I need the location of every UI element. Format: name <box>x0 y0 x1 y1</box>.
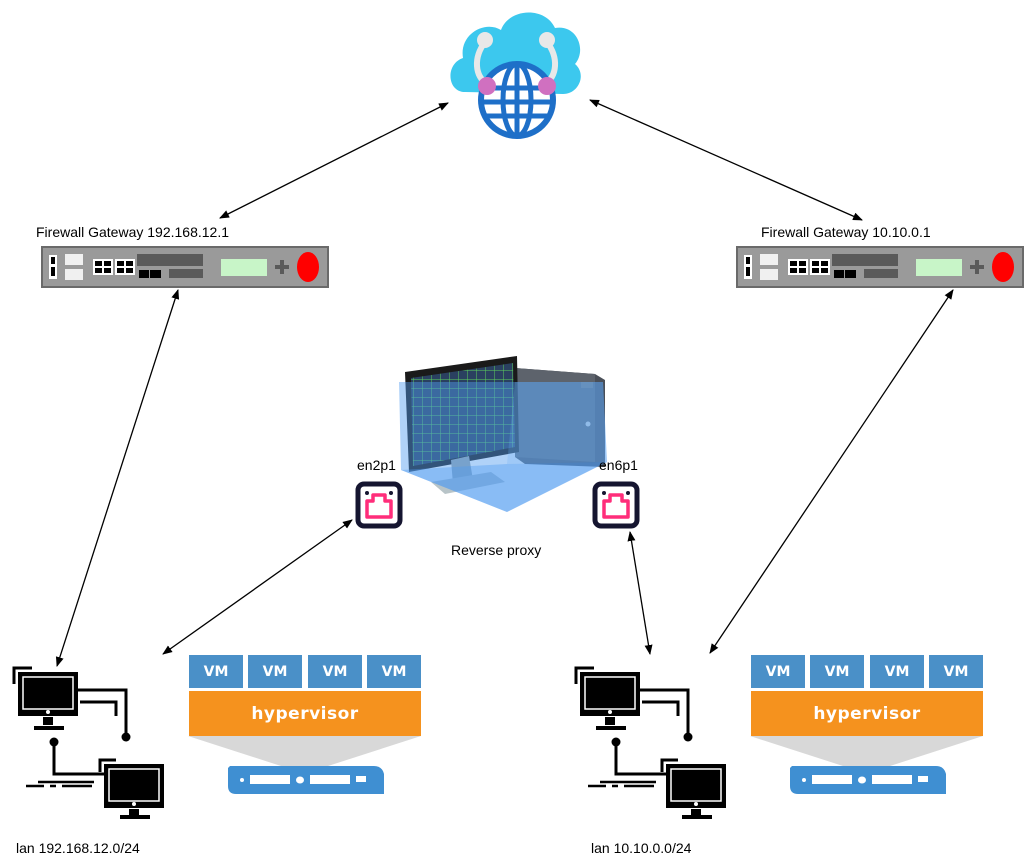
connection-cloud-gateway2 <box>589 99 863 221</box>
vm-block: VM <box>308 655 362 688</box>
hypervisor-layer: hypervisor <box>751 691 983 736</box>
hypervisor-stack-2[interactable]: VM VM VM VM hypervisor <box>750 654 983 799</box>
hypervisor-stack-1[interactable]: VM VM VM VM hypervisor <box>188 654 421 799</box>
networked-computers-icon[interactable] <box>570 660 735 820</box>
gateway-2-label: Firewall Gateway 10.10.0.1 <box>761 224 931 240</box>
workstation-icon[interactable] <box>395 352 610 520</box>
connection-en2p1-lan1 <box>162 519 353 655</box>
vm-block: VM <box>189 655 243 688</box>
reverse-proxy-label: Reverse proxy <box>451 542 542 558</box>
lan-2-label: lan 10.10.0.0/24 <box>591 840 692 856</box>
hypervisor-layer: hypervisor <box>189 691 421 736</box>
vm-block: VM <box>810 655 864 688</box>
interface-en6p1-label: en6p1 <box>599 457 638 473</box>
connection-gateway1-lan1 <box>55 289 180 667</box>
vm-block: VM <box>367 655 421 688</box>
vm-block: VM <box>751 655 805 688</box>
gateway-1-label: Firewall Gateway 192.168.12.1 <box>36 224 229 240</box>
vm-block: VM <box>929 655 983 688</box>
firewall-appliance-icon[interactable] <box>736 246 1024 288</box>
ethernet-port-icon[interactable] <box>592 481 640 529</box>
lan-1-label: lan 192.168.12.0/24 <box>16 840 140 856</box>
connection-en6p1-lan2 <box>627 531 653 655</box>
networked-computers-icon[interactable] <box>8 660 173 820</box>
cloud-globe-icon <box>450 12 581 139</box>
firewall-appliance-icon[interactable] <box>41 246 329 288</box>
interface-en2p1-label: en2p1 <box>357 457 396 473</box>
ethernet-port-icon[interactable] <box>355 481 403 529</box>
vm-block: VM <box>870 655 924 688</box>
connection-gateway2-lan2 <box>709 289 954 654</box>
vm-block: VM <box>248 655 302 688</box>
connection-cloud-gateway1 <box>219 102 449 219</box>
